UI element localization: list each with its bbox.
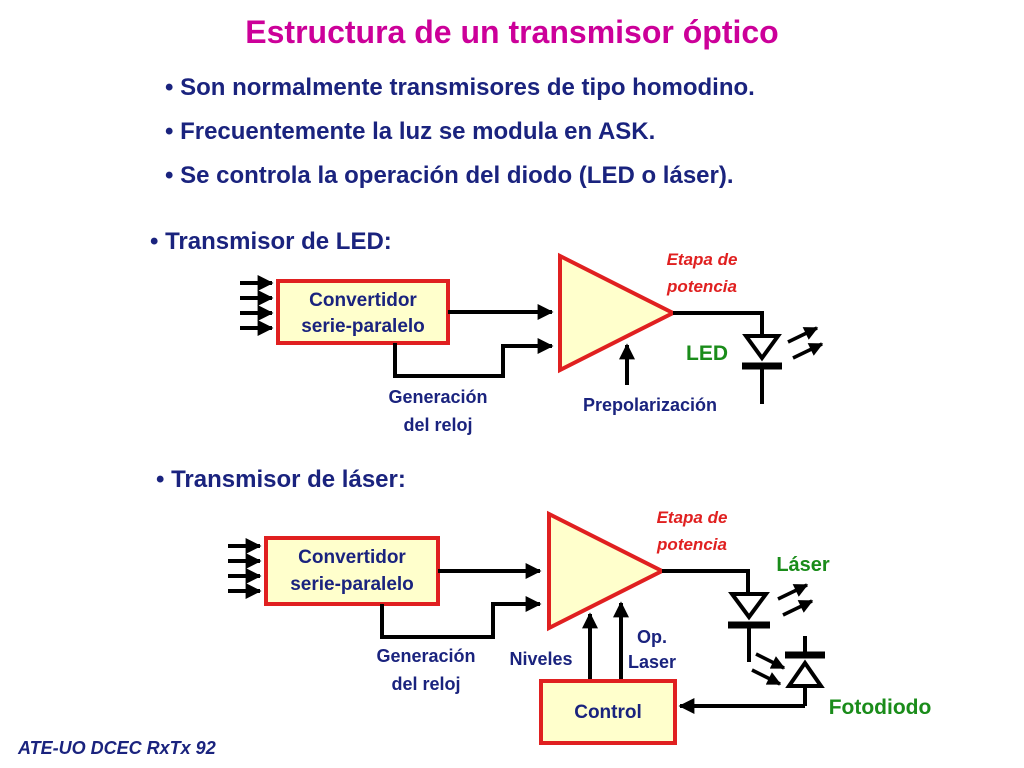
laser-converter-block <box>264 536 440 606</box>
laser-stage-label-2: potencia <box>656 535 727 554</box>
laser-op-label-2: Laser <box>628 652 676 672</box>
led-stage-label-1: Etapa de <box>667 250 738 269</box>
led-label: LED <box>686 342 728 365</box>
photodiode-light-arrows-icon <box>751 652 786 686</box>
laser-clock-label-2: del reloj <box>391 674 460 694</box>
slide-title: Estructura de un transmisor óptico <box>245 14 779 50</box>
photodiode-icon <box>785 636 825 706</box>
led-converter-label-1: Convertidor <box>309 290 417 311</box>
led-input-arrows <box>240 275 274 336</box>
led-transmitter-diagram: Convertidor serie-paralelo Etapa de pote… <box>240 250 824 435</box>
photodiode-label: Fotodiodo <box>829 696 932 719</box>
laser-input-arrows <box>228 538 262 599</box>
led-bias-label: Prepolarización <box>583 395 717 415</box>
led-stage-label-2: potencia <box>666 277 737 296</box>
laser-op-label-1: Op. <box>637 627 667 647</box>
slide-footer: ATE-UO DCEC RxTx 92 <box>18 738 216 758</box>
bullet-item: Frecuentemente la luz se modula en ASK. <box>165 116 755 160</box>
led-clock-label-2: del reloj <box>403 415 472 435</box>
bullet-item: Se controla la operación del diodo (LED … <box>165 160 755 204</box>
laser-control-label: Control <box>574 702 642 723</box>
led-power-stage-amplifier <box>558 252 678 374</box>
laser-clock-label-1: Generación <box>376 646 475 666</box>
led-emission-arrows-icon <box>787 326 824 360</box>
laser-control-block <box>539 679 677 745</box>
led-section-heading: Transmisor de LED: <box>150 228 392 256</box>
bullet-list: Son normalmente transmisores de tipo hom… <box>165 72 755 204</box>
led-clock-label-1: Generación <box>388 387 487 407</box>
laser-label: Láser <box>776 554 830 576</box>
laser-transmitter-diagram: Convertidor serie-paralelo Control <box>228 508 932 745</box>
laser-converter-label-1: Convertidor <box>298 547 406 568</box>
laser-diode-icon <box>728 592 770 662</box>
laser-section-heading: Transmisor de láser: <box>156 466 406 494</box>
laser-converter-label-2: serie-paralelo <box>290 574 414 595</box>
laser-levels-label: Niveles <box>509 649 572 669</box>
led-converter-label-2: serie-paralelo <box>301 316 425 337</box>
bullet-item: Son normalmente transmisores de tipo hom… <box>165 72 755 116</box>
led-converter-block <box>276 279 450 345</box>
laser-power-stage-amplifier <box>547 510 667 632</box>
laser-emission-arrows-icon <box>777 583 814 617</box>
laser-stage-label-1: Etapa de <box>657 508 728 527</box>
led-diode-icon <box>742 334 782 404</box>
